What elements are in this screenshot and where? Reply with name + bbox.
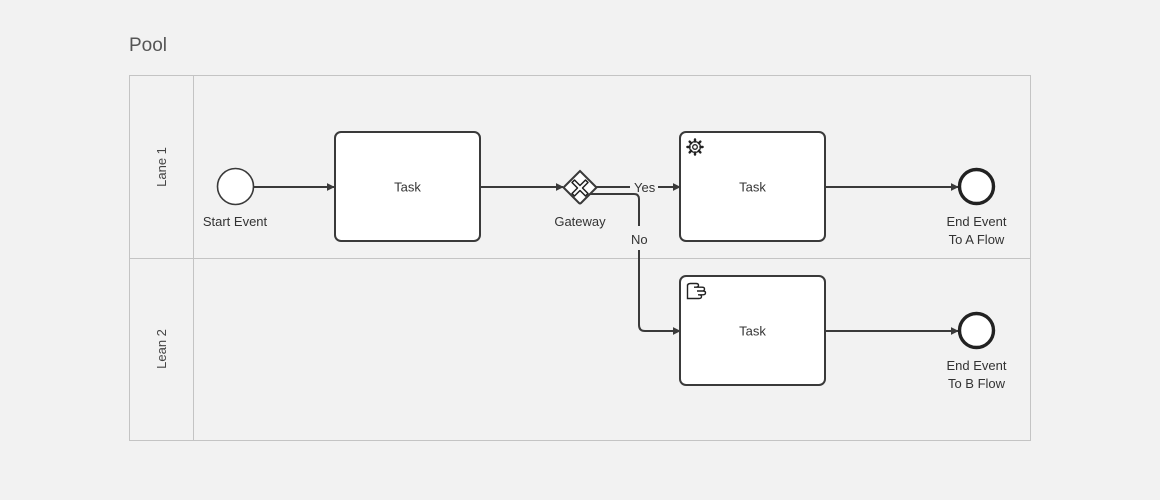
task-1-box [334, 131, 481, 242]
flow-label-no: No [631, 232, 648, 247]
pool: Lane 1 Lean 2 [129, 75, 1031, 441]
end-event-a-circle [957, 167, 996, 206]
end-event-b[interactable]: End Event To B Flow [947, 311, 1007, 392]
lane-2[interactable]: Lean 2 [154, 329, 169, 369]
lane-1[interactable]: Lane 1 [154, 147, 169, 187]
task-3-manual[interactable]: Task [679, 275, 826, 386]
sequence-flows [254, 183, 959, 335]
start-event-circle [216, 167, 255, 206]
gear-tooth [688, 149, 693, 154]
manual-task-hand-icon [686, 282, 707, 300]
lane-1-label: Lane 1 [154, 147, 169, 187]
gear-tooth [688, 140, 693, 145]
start-event[interactable]: Start Event [203, 167, 268, 230]
exclusive-gateway[interactable]: Gateway [554, 169, 606, 229]
end-event-b-label-line1: End Event [947, 358, 1007, 373]
gear-icon [686, 138, 704, 156]
end-event-a-label-line2: To A Flow [949, 232, 1005, 247]
flow-no-segment-1[interactable] [590, 193, 640, 226]
gear-tooth [697, 149, 702, 154]
end-event-a[interactable]: End Event To A Flow [947, 167, 1007, 248]
end-event-a-label-line1: End Event [947, 214, 1007, 229]
task-2-box [679, 131, 826, 242]
start-event-label: Start Event [203, 214, 268, 229]
task-1-label: Task [394, 180, 421, 195]
exclusive-gateway-x-icon [571, 179, 589, 197]
flow-label-yes: Yes [634, 180, 656, 195]
pool-title: Pool [129, 35, 167, 56]
task-3-label: Task [739, 324, 766, 339]
lane-2-label: Lean 2 [154, 329, 169, 369]
end-event-b-circle [957, 311, 996, 350]
end-event-b-label-line2: To B Flow [948, 376, 1006, 391]
task-2-label: Task [739, 180, 766, 195]
gateway-diamond [562, 169, 598, 205]
gateway-label: Gateway [554, 214, 606, 229]
task-1[interactable]: Task [334, 131, 481, 242]
task-3-box [679, 275, 826, 386]
flow-no-segment-2[interactable] [638, 250, 681, 335]
task-2-service[interactable]: Task [679, 131, 826, 242]
gear-tooth [697, 140, 702, 145]
